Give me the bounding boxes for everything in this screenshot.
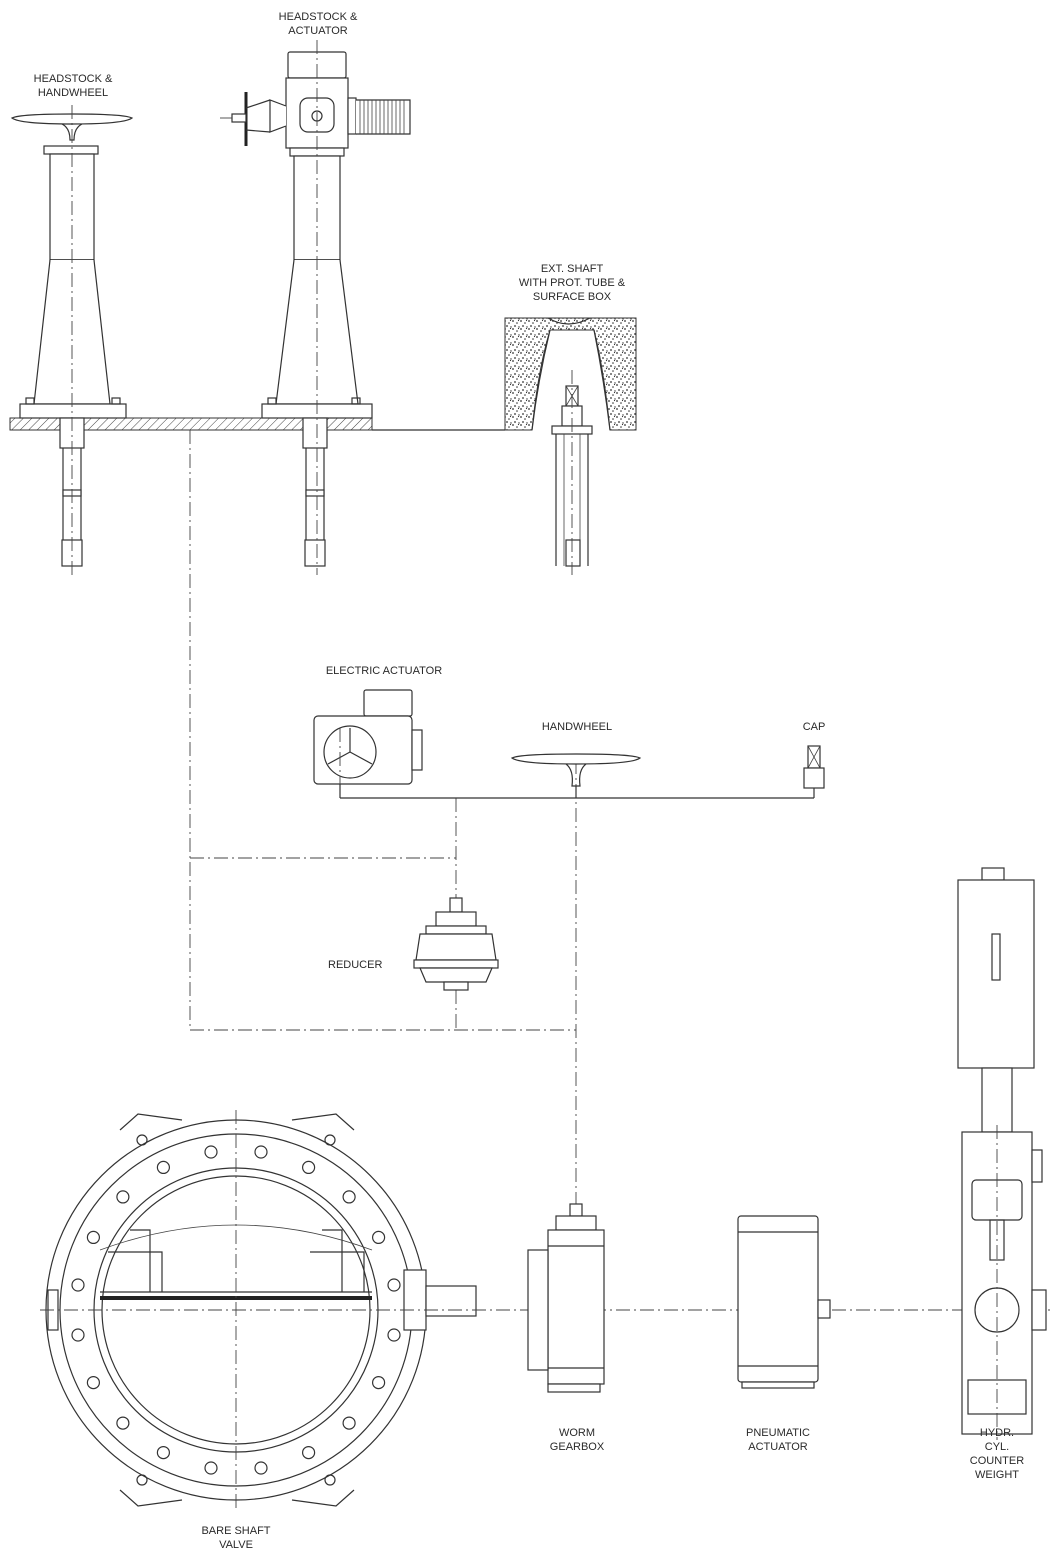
label-worm-gearbox: WORM GEARBOX [549, 1427, 605, 1453]
lug-hole [324, 1134, 336, 1146]
bolt-hole [204, 1145, 218, 1159]
flange-bolt-holes [71, 1134, 401, 1486]
bolt-hole [71, 1328, 85, 1342]
label-reducer: REDUCER [328, 959, 383, 971]
label-hydr-cyl: HYDR. CYL. COUNTER WEIGHT [969, 1427, 1025, 1481]
mounting-row-line [339, 784, 815, 799]
bolt-hole [86, 1230, 101, 1245]
lug-hole [136, 1474, 148, 1486]
label-headstock-handwheel: HEADSTOCK & HANDWHEEL [33, 73, 113, 99]
bolt-hole [342, 1416, 356, 1430]
headstock-actuator-assembly [220, 40, 411, 575]
worm-gearbox [527, 1203, 605, 1393]
bolt-hole [86, 1375, 101, 1390]
bolt-hole [302, 1160, 316, 1175]
label-ext-shaft: EXT. SHAFT WITH PROT. TUBE & SURFACE BOX [518, 263, 626, 303]
reducer [413, 897, 499, 991]
bolt-hole [204, 1461, 218, 1475]
lug-hole [136, 1134, 148, 1146]
label-handwheel: HANDWHEEL [541, 721, 613, 733]
cap-part [803, 745, 825, 789]
bolt-hole [372, 1375, 386, 1390]
label-cap: CAP [802, 721, 826, 733]
ext-shaft-surface-box [504, 317, 637, 575]
bolt-hole [387, 1278, 401, 1292]
bolt-hole [302, 1445, 316, 1460]
bolt-hole [387, 1328, 401, 1342]
label-electric-actuator: ELECTRIC ACTUATOR [325, 665, 443, 677]
connection-lines [189, 430, 577, 1208]
electric-actuator [313, 689, 423, 790]
bolt-hole [71, 1278, 85, 1292]
hydr-cyl-counter-weight [957, 867, 1047, 1440]
bolt-hole [156, 1445, 170, 1460]
bolt-hole [116, 1416, 130, 1430]
bolt-hole [342, 1190, 356, 1204]
actuator-motor-fins [359, 100, 405, 134]
bolt-hole [372, 1230, 386, 1245]
label-bare-shaft-valve: BARE SHAFT VALVE [201, 1525, 271, 1551]
label-pneumatic-actuator: PNEUMATIC ACTUATOR [746, 1427, 810, 1453]
bolt-hole [254, 1145, 268, 1159]
headstock-handwheel-assembly [10, 105, 134, 575]
pneumatic-actuator [737, 1215, 831, 1389]
bare-shaft-valve [40, 1110, 1050, 1510]
lug-hole [324, 1474, 336, 1486]
floor-slab [9, 417, 505, 431]
label-headstock-actuator: HEADSTOCK & ACTUATOR [278, 11, 358, 37]
bolt-hole [116, 1190, 130, 1204]
bolt-hole [156, 1160, 170, 1175]
bolt-hole [254, 1461, 268, 1475]
